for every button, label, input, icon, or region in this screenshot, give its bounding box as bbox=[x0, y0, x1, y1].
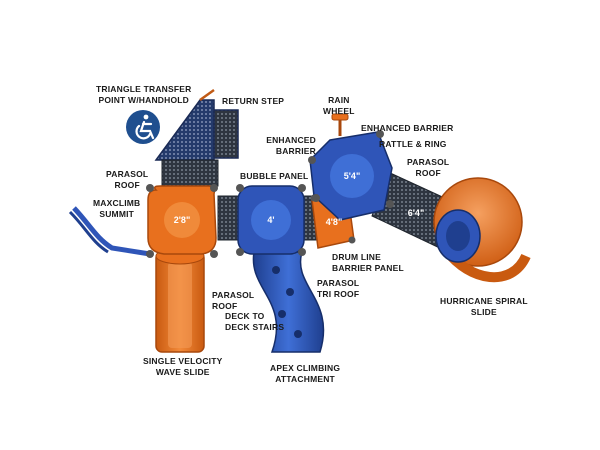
label-rain-wheel: RAIN WHEEL bbox=[323, 95, 355, 116]
parasol-roof-left bbox=[146, 184, 218, 258]
label-single-velocity: SINGLE VELOCITY WAVE SLIDE bbox=[143, 356, 223, 377]
label-parasol-roof-bottom: PARASOL ROOF bbox=[212, 290, 255, 311]
deck-height-small: 4'8" bbox=[325, 217, 343, 227]
label-bubble-panel: BUBBLE PANEL bbox=[240, 171, 309, 181]
label-parasol-roof-left: PARASOL ROOF bbox=[106, 169, 149, 190]
maxclimb-summit bbox=[68, 206, 151, 257]
label-maxclimb-summit: MAXCLIMB SUMMIT bbox=[93, 198, 141, 219]
label-parasol-roof-right: PARASOL ROOF bbox=[407, 157, 450, 178]
accessibility-badge bbox=[126, 110, 160, 144]
parasol-roof-upper bbox=[308, 130, 394, 221]
hurricane-spiral-slide bbox=[433, 177, 531, 283]
single-velocity-wave-slide bbox=[155, 247, 205, 353]
label-triangle-transfer: TRIANGLE TRANSFER POINT W/HANDHOLD bbox=[96, 84, 192, 105]
deck-height-center: 4' bbox=[267, 215, 275, 225]
rain-wheel bbox=[331, 113, 349, 136]
label-apex-climbing: APEX CLIMBING ATTACHMENT bbox=[270, 363, 341, 384]
deck-height-upper: 5'4" bbox=[343, 171, 361, 181]
label-enhanced-barrier-right: ENHANCED BARRIER bbox=[361, 123, 454, 133]
label-hurricane-slide: HURRICANE SPIRAL SLIDE bbox=[440, 296, 528, 317]
deck-height-bridge: 6'4" bbox=[407, 208, 425, 218]
bubble-panel-roof bbox=[236, 184, 306, 256]
deck-height-left: 2'8" bbox=[173, 215, 191, 225]
label-deck-to-deck: DECK TO DECK STAIRS bbox=[225, 311, 285, 332]
label-enhanced-barrier-left: ENHANCED BARRIER bbox=[266, 135, 316, 156]
label-parasol-tri-roof: PARASOL TRI ROOF bbox=[317, 278, 360, 299]
label-rattle-ring: RATTLE & RING bbox=[379, 139, 447, 149]
apex-climbing-attachment bbox=[252, 251, 325, 353]
label-drum-line: DRUM LINE BARRIER PANEL bbox=[332, 252, 404, 273]
accessibility-wheelchair-icon bbox=[135, 114, 155, 140]
label-return-step: RETURN STEP bbox=[222, 96, 285, 106]
